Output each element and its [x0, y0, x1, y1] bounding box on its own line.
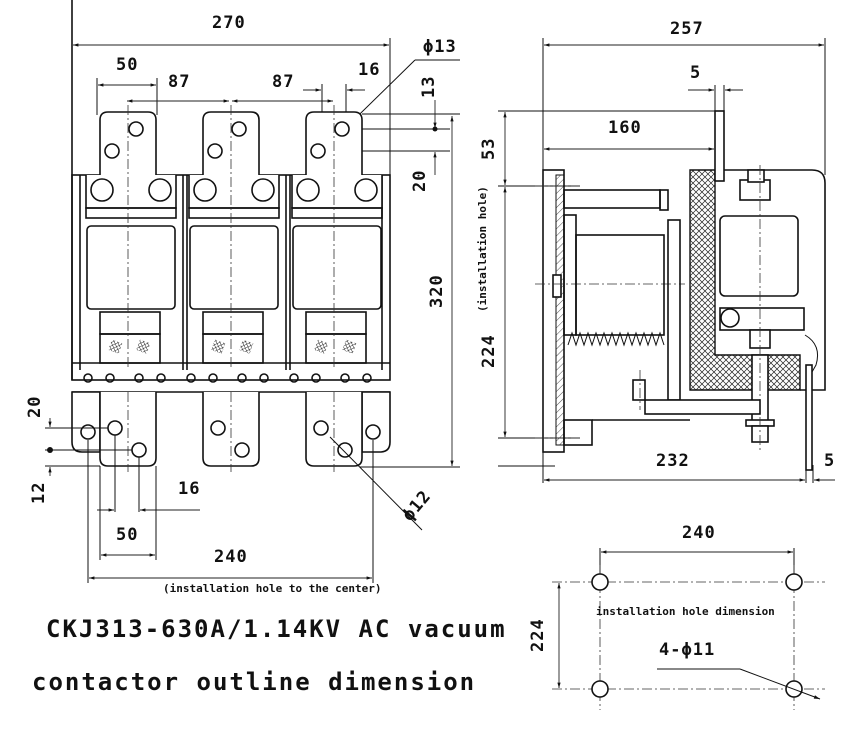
dim-terminal-width: 50	[116, 55, 138, 75]
bolt-hole	[354, 178, 378, 202]
mesh-pad	[342, 339, 357, 354]
rivet-hole	[237, 373, 247, 383]
rivet-hole	[105, 373, 115, 383]
dim-top-hole-diameter: ϕ13	[423, 37, 457, 57]
rivet-hole	[259, 373, 269, 383]
vacuum-interrupter	[292, 225, 382, 310]
rivet-hole	[289, 373, 299, 383]
rivet-hole	[83, 373, 93, 383]
dim-bottom-hole-diameter: ϕ12	[399, 487, 436, 526]
dim-hole-pattern-width: 240	[682, 523, 716, 543]
contact-bar	[291, 207, 383, 219]
carriage	[305, 311, 367, 335]
dim-phase-pitch-right: 87	[272, 72, 294, 92]
dim-bottom-hole-offset: 16	[178, 479, 200, 499]
front-view: 270 50 87 87 16 ϕ13 13 20 320	[25, 0, 460, 595]
vacuum-interrupter	[86, 225, 176, 310]
dim-overall-depth: 257	[670, 19, 704, 39]
terminal-hole	[231, 121, 247, 137]
rivet-hole	[134, 373, 144, 383]
dim-hole-offset: 16	[358, 60, 380, 80]
terminal-hole	[310, 143, 326, 159]
dim-overall-width: 270	[212, 13, 246, 33]
carriage-lower	[305, 333, 367, 364]
dim-overall-height: 320	[427, 274, 447, 308]
carriage	[202, 311, 264, 335]
mount-hole	[591, 573, 609, 591]
mesh-pad	[108, 339, 123, 354]
mount-hole	[785, 573, 803, 591]
dim-bottom-terminal-width: 50	[116, 525, 138, 545]
rivet-hole	[156, 373, 166, 383]
mesh-pad	[211, 339, 226, 354]
dim-bottom-vertical-20: 20	[25, 396, 45, 418]
dim-plate-thickness: 5	[690, 63, 701, 83]
terminal-hole	[104, 143, 120, 159]
rivet-hole	[208, 373, 218, 383]
dim-bottom-thickness: 5	[824, 451, 835, 471]
mesh-pad	[239, 339, 254, 354]
bolt-hole	[296, 178, 320, 202]
terminal-hole	[207, 143, 223, 159]
carriage-lower	[99, 333, 161, 364]
hole-pattern-view: 240 224 installation hole dimension 4-ϕ1…	[528, 523, 825, 710]
terminal-hole	[334, 121, 350, 137]
title-line-1: CKJ313-630A/1.14KV AC vacuum	[46, 615, 507, 643]
side-view: 257 5 160 53 (installation hole) 224	[476, 19, 835, 483]
bolt-hole	[148, 178, 172, 202]
vacuum-interrupter	[189, 225, 279, 310]
carriage-lower	[202, 333, 264, 364]
dim-top-hole-vertical-20: 20	[410, 170, 430, 192]
mesh-pad	[314, 339, 329, 354]
rivet-hole	[340, 373, 350, 383]
mesh-pad	[136, 339, 151, 354]
dim-phase-pitch-left: 87	[168, 72, 190, 92]
rivet-hole	[186, 373, 196, 383]
install-note: (installation hole to the center)	[163, 582, 382, 595]
dim-bottom-vertical-12: 12	[29, 482, 49, 504]
bolt-hole	[193, 178, 217, 202]
bolt-hole	[90, 178, 114, 202]
dim-base-depth: 232	[656, 451, 690, 471]
dim-top-offset: 53	[479, 138, 499, 160]
rivet-hole	[362, 373, 372, 383]
carriage	[99, 311, 161, 335]
hole-pattern-label: installation hole dimension	[596, 605, 775, 618]
install-hole-label: (installation hole)	[476, 186, 489, 312]
title-line-2: contactor outline dimension	[32, 668, 476, 696]
dim-depth-to-plate: 160	[608, 118, 642, 138]
contact-bar	[188, 207, 280, 219]
contact-bar	[85, 207, 177, 219]
dim-install-width: 240	[214, 547, 248, 567]
terminal-hole	[128, 121, 144, 137]
mount-hole	[591, 680, 609, 698]
dim-install-height: 224	[479, 334, 499, 368]
bolt-hole	[251, 178, 275, 202]
dim-top-hole-vertical-13: 13	[419, 76, 439, 98]
hole-count-diameter: 4-ϕ11	[659, 640, 715, 660]
rivet-hole	[311, 373, 321, 383]
dim-hole-pattern-height: 224	[528, 618, 548, 652]
